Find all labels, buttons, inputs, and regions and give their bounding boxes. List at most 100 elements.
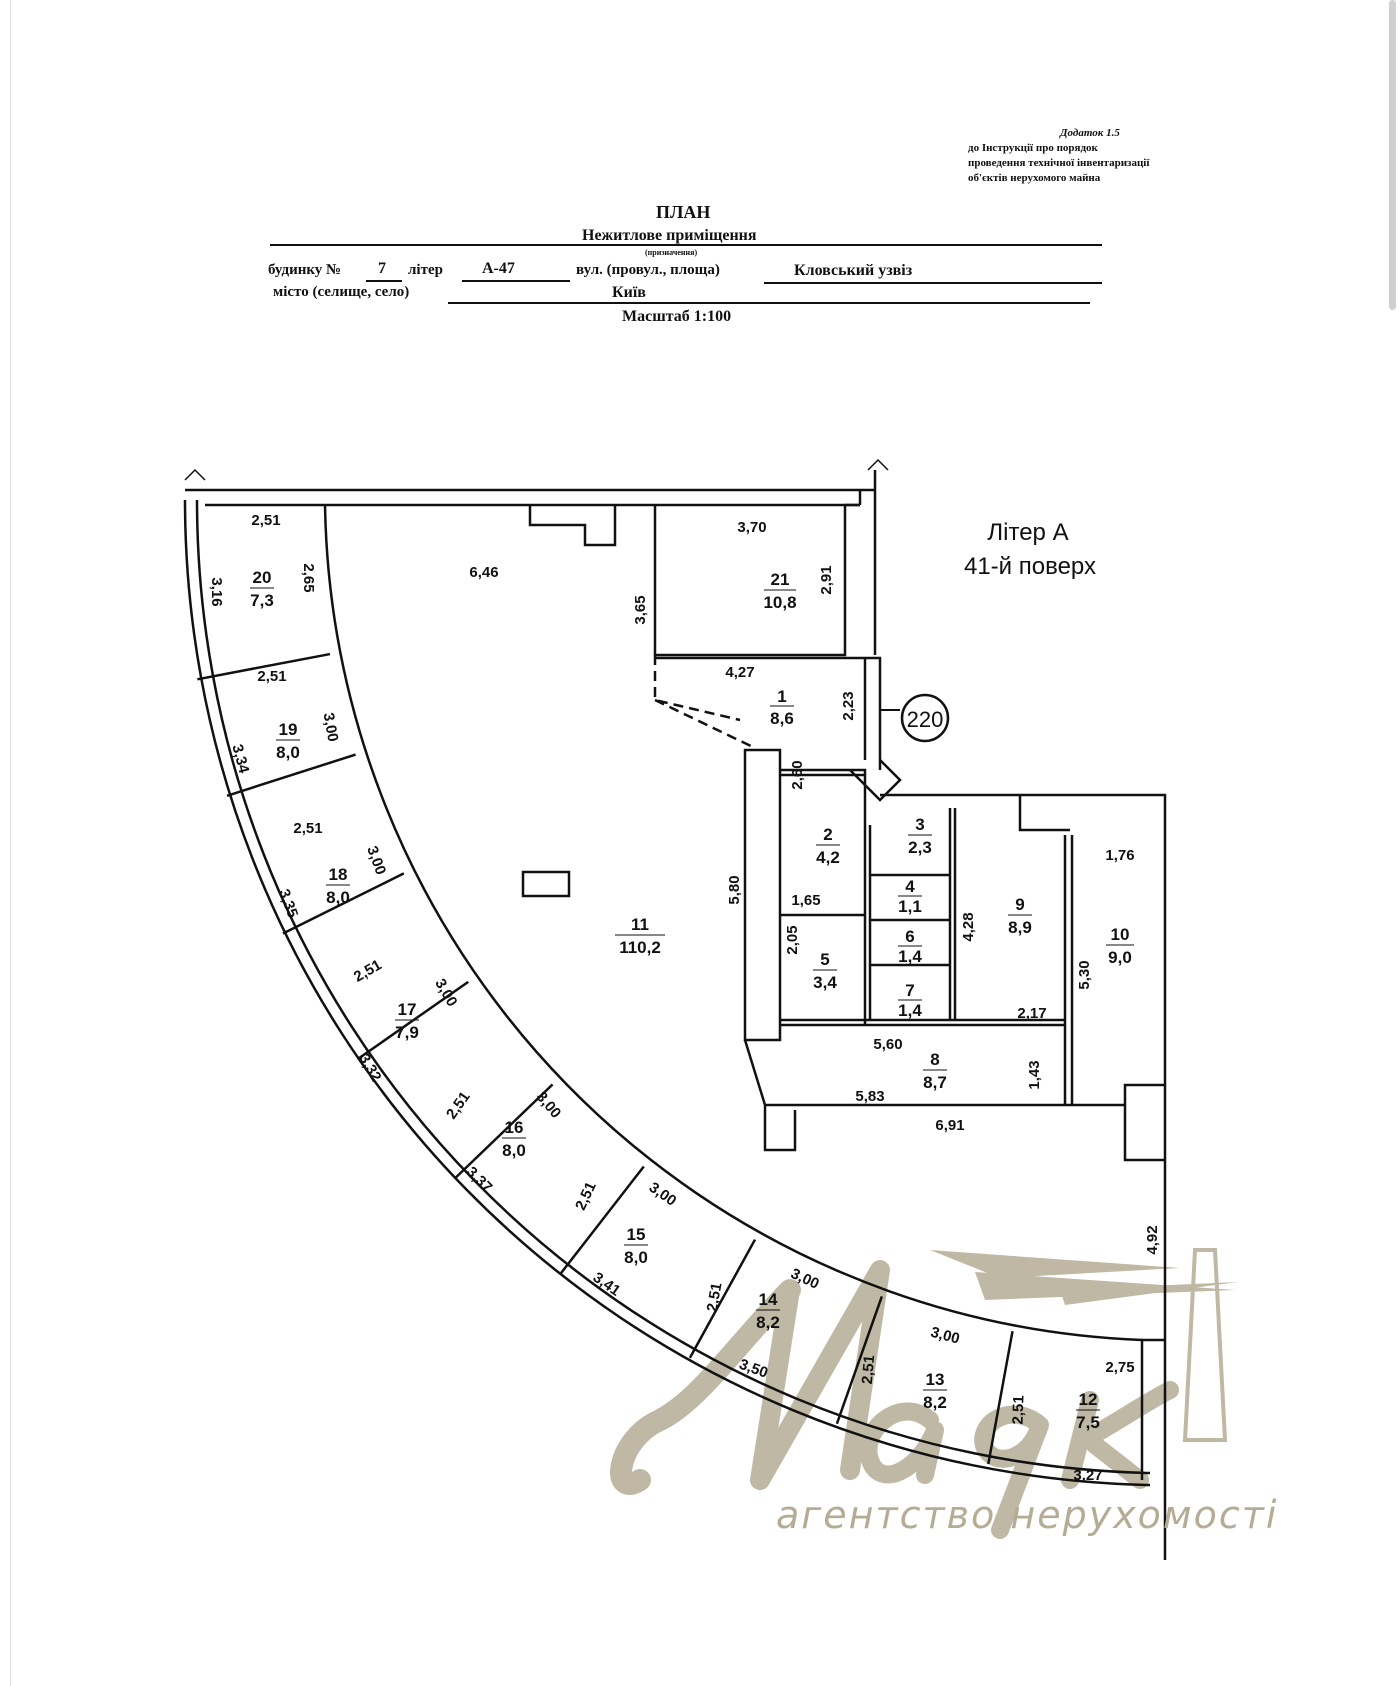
annex-line: проведення технічної інвентаризації bbox=[968, 157, 1150, 169]
dimension: 2,05 bbox=[784, 925, 801, 954]
room-divider bbox=[835, 1296, 884, 1425]
svg-text:8: 8 bbox=[930, 1050, 939, 1069]
svg-text:1,1: 1,1 bbox=[898, 897, 922, 916]
room-13: 138,2 bbox=[923, 1370, 947, 1412]
room-divider bbox=[454, 1083, 554, 1179]
svg-text:15: 15 bbox=[627, 1225, 646, 1244]
city-value: Київ bbox=[612, 284, 646, 301]
dimension: 4,28 bbox=[960, 912, 977, 941]
dimension: 3,00 bbox=[646, 1179, 680, 1210]
street-value: Кловський узвіз bbox=[794, 262, 913, 279]
svg-text:10: 10 bbox=[1111, 925, 1130, 944]
svg-text:8,0: 8,0 bbox=[326, 888, 350, 907]
annex-note: Додаток 1.5 до Інструкції про порядок пр… bbox=[968, 126, 1149, 186]
dimension: 3,00 bbox=[363, 844, 389, 877]
dimension: 2,51 bbox=[1009, 1395, 1027, 1425]
dimension: 5,30 bbox=[1076, 960, 1093, 989]
svg-text:17: 17 bbox=[398, 1000, 417, 1019]
room-19: 198,0 bbox=[276, 720, 300, 762]
svg-text:4: 4 bbox=[905, 877, 915, 896]
svg-text:19: 19 bbox=[279, 720, 298, 739]
dimension: 3,16 bbox=[208, 577, 225, 606]
dimension: 2,91 bbox=[818, 565, 835, 594]
annex-line: об'єктів нерухомого майна bbox=[968, 172, 1101, 184]
svg-text:8,0: 8,0 bbox=[624, 1248, 648, 1267]
city-label: місто (селище, село) bbox=[273, 284, 410, 300]
svg-text:4,2: 4,2 bbox=[816, 848, 840, 867]
plan-title: ПЛАН bbox=[656, 202, 711, 222]
svg-text:9: 9 bbox=[1015, 895, 1024, 914]
svg-text:8,0: 8,0 bbox=[276, 743, 300, 762]
dimension: 1,76 bbox=[1105, 847, 1134, 864]
building-number: 7 bbox=[378, 260, 386, 277]
svg-text:7,3: 7,3 bbox=[250, 591, 274, 610]
dimension: 5,60 bbox=[873, 1036, 902, 1053]
lighthouse-icon bbox=[1182, 1248, 1228, 1442]
room-divider bbox=[688, 1238, 757, 1359]
room-divider bbox=[356, 980, 469, 1061]
letter-label: літер bbox=[408, 262, 443, 278]
svg-text:18: 18 bbox=[329, 865, 348, 884]
dimension: 6,91 bbox=[935, 1117, 964, 1134]
svg-text:8,2: 8,2 bbox=[756, 1313, 780, 1332]
litera-label: Літер А bbox=[987, 519, 1068, 546]
svg-text:10,8: 10,8 bbox=[763, 593, 796, 612]
room-15: 158,0 bbox=[624, 1225, 648, 1267]
room-8: 88,7 bbox=[923, 1050, 947, 1092]
walls bbox=[183, 458, 1167, 1560]
dimension: 2,17 bbox=[1017, 1005, 1046, 1022]
underline bbox=[366, 280, 402, 282]
building-label: будинку № bbox=[268, 262, 342, 278]
room-16: 168,0 bbox=[502, 1118, 526, 1160]
room-divider bbox=[987, 1330, 1014, 1465]
room-divider bbox=[282, 872, 405, 935]
svg-text:14: 14 bbox=[759, 1290, 778, 1309]
underline bbox=[448, 302, 1090, 304]
underline bbox=[764, 282, 1102, 284]
purpose-underline bbox=[270, 244, 1102, 246]
svg-text:13: 13 bbox=[926, 1370, 945, 1389]
dimension: 1,43 bbox=[1026, 1060, 1043, 1089]
svg-text:7: 7 bbox=[905, 981, 914, 1000]
svg-text:8,0: 8,0 bbox=[502, 1141, 526, 1160]
letter-value: А-47 bbox=[482, 260, 515, 277]
dimension: 3,70 bbox=[737, 519, 766, 536]
svg-text:1: 1 bbox=[777, 687, 786, 706]
svg-text:8,2: 8,2 bbox=[923, 1393, 947, 1412]
svg-text:11: 11 bbox=[631, 915, 649, 934]
svg-text:2,3: 2,3 bbox=[908, 838, 932, 857]
dimension: 2,51 bbox=[704, 1281, 726, 1313]
svg-text:1,4: 1,4 bbox=[898, 947, 922, 966]
annex-line: до Інструкції про порядок bbox=[968, 142, 1098, 154]
room-divider bbox=[560, 1165, 645, 1274]
watermark-logo bbox=[610, 1248, 1238, 1539]
dimension: 2,65 bbox=[300, 563, 317, 592]
room-17: 177,9 bbox=[395, 1000, 419, 1042]
room-10: 109,0 bbox=[1106, 925, 1134, 967]
svg-text:16: 16 bbox=[505, 1118, 524, 1137]
dimension: 2,23 bbox=[840, 691, 857, 720]
svg-text:2: 2 bbox=[823, 825, 832, 844]
dimension: 5,83 bbox=[855, 1088, 884, 1105]
scrollbar[interactable] bbox=[1389, 0, 1396, 310]
dimension: 2,75 bbox=[1105, 1359, 1134, 1376]
svg-text:8,9: 8,9 bbox=[1008, 918, 1032, 937]
page-edge bbox=[10, 0, 11, 1686]
scale: Масштаб 1:100 bbox=[622, 308, 732, 325]
room-2: 24,2 bbox=[816, 825, 840, 867]
dimension: 3,00 bbox=[533, 1088, 565, 1121]
room-9: 98,9 bbox=[1008, 895, 1032, 937]
dimension: 6,46 bbox=[469, 564, 498, 581]
dimension: 4,92 bbox=[1144, 1225, 1161, 1254]
purpose-value: Нежитлове приміщення bbox=[582, 227, 757, 244]
dimension: 3,00 bbox=[929, 1324, 962, 1348]
purpose-caption: (призначення) bbox=[645, 248, 698, 257]
dimension: 4,27 bbox=[725, 664, 754, 681]
room-3: 32,3 bbox=[908, 815, 932, 857]
svg-text:3: 3 bbox=[915, 815, 924, 834]
svg-text:12: 12 bbox=[1079, 1390, 1098, 1409]
lighthouse-beam-icon bbox=[930, 1250, 1238, 1305]
